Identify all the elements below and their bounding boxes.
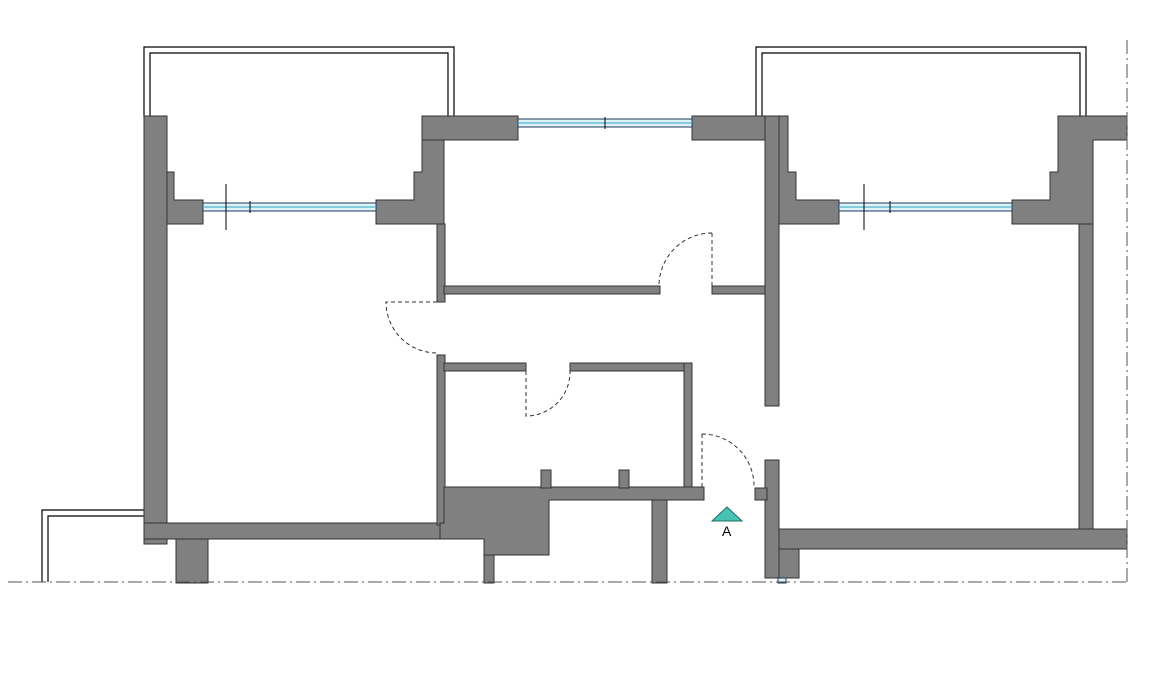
- window-bottom-right: [777, 577, 787, 584]
- door-closet: [525, 370, 571, 417]
- walls-closet: [436, 354, 705, 584]
- section-marker-triangle: [710, 506, 744, 522]
- section-marker-label: A: [722, 523, 732, 539]
- balcony-left: [143, 46, 455, 117]
- balcony-right: [755, 46, 1087, 117]
- door-entrance: [701, 433, 755, 488]
- reference-lines: [8, 40, 1128, 583]
- window-right: [838, 184, 1013, 230]
- walls-center-room: [421, 115, 789, 407]
- walls-left-unit: [143, 115, 495, 584]
- window-center: [517, 117, 693, 129]
- section-marker: A: [710, 506, 744, 539]
- door-center-room: [658, 232, 713, 287]
- balcony-bottom-left: [41, 509, 144, 582]
- walls-right-unit: [754, 115, 1128, 579]
- door-left-room: [385, 301, 438, 354]
- window-left: [202, 184, 377, 230]
